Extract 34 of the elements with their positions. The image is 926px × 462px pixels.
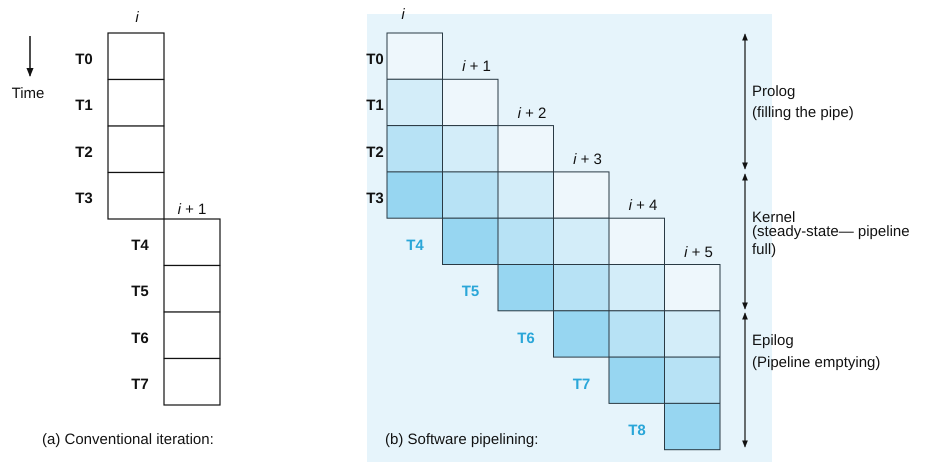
phase-description: (filling the pipe) [752,104,855,122]
time-step-label: T4 [406,237,424,255]
axis-label: Time [12,85,44,103]
iteration-label: i + 1 [462,58,491,76]
iteration-label: i [135,9,139,27]
phase-label: Kernel [752,209,796,226]
phase-label: Epilog [752,332,794,350]
time-step-label: T7 [572,376,590,394]
time-step-label: T2 [366,144,384,162]
iteration-label: i + 4 [628,197,658,216]
phase-description: (steady-state— pipeline full) [752,223,911,259]
iteration-label: i + 3 [573,150,602,169]
time-step-label: T1 [366,97,384,116]
iteration-label: i [401,6,405,24]
iteration-label: i + 5 [684,244,713,262]
time-step-label: T3 [366,190,384,208]
time-step-label: T5 [131,283,149,301]
time-step-label: T4 [131,237,149,255]
time-step-label: T7 [131,376,149,394]
phase-description: (Pipeline emptying) [752,354,882,372]
time-step-label: T3 [75,190,93,208]
caption: (b) Software pipelining: [385,431,538,449]
time-step-label: T6 [131,330,149,348]
time-step-label: T0 [75,51,93,69]
time-step-label: T0 [366,51,384,69]
phase-label: Prolog [752,83,796,101]
iteration-label: i + 2 [518,104,546,123]
caption: (a) Conventional iteration: [42,431,214,449]
time-step-label: T2 [75,144,93,162]
time-step-label: T6 [517,330,535,348]
time-step-label: T5 [462,283,480,302]
iteration-label: i + 1 [178,201,206,219]
time-step-label: T8 [628,422,646,440]
time-step-label: T1 [75,97,93,115]
